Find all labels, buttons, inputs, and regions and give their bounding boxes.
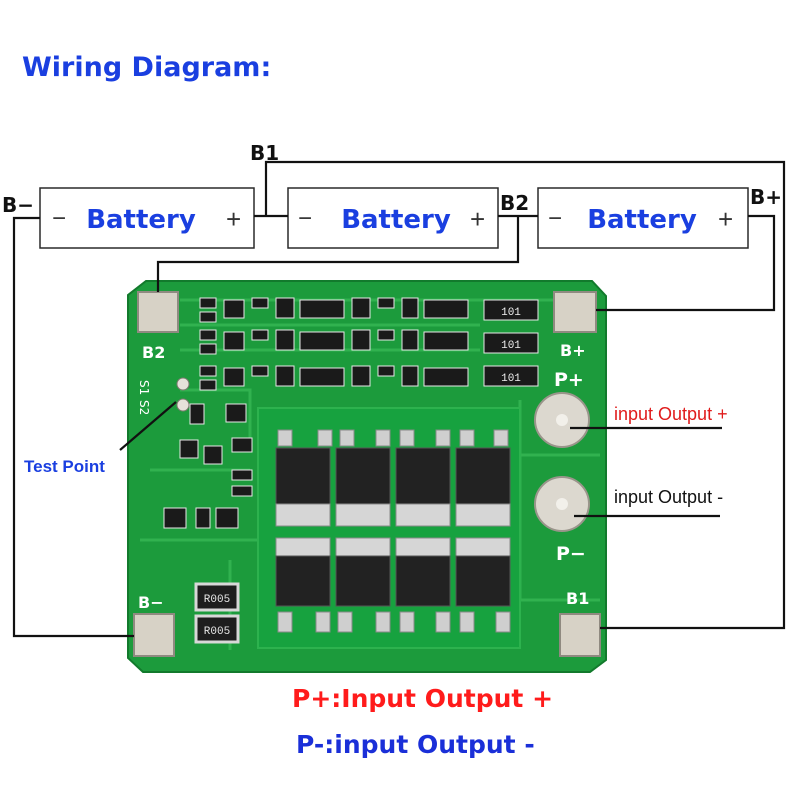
resistor-code: 101 <box>501 373 521 385</box>
board-label-s2: S2 <box>137 400 151 415</box>
output-plus-label: input Output + <box>614 404 728 424</box>
test-point-holes <box>176 377 190 412</box>
mosfet-row-top <box>275 429 511 527</box>
resistor-code: 101 <box>501 307 521 319</box>
wire-label-b2: B2 <box>500 191 529 215</box>
battery-label: Battery <box>587 205 697 235</box>
battery-minus-sign: − <box>52 205 66 232</box>
board-label-b-minus: B− <box>138 593 164 612</box>
battery-3: − Battery + <box>537 187 749 249</box>
legend-p-plus: P+:Input Output + <box>292 684 554 713</box>
wire-b1 <box>254 160 786 630</box>
resistor-code: 101 <box>501 340 521 352</box>
pad-b-minus <box>133 613 175 657</box>
arrow-test-point <box>119 401 177 451</box>
pad-b-plus <box>553 291 597 333</box>
battery-2: − Battery + <box>287 187 499 249</box>
mosfet-row-bottom <box>275 537 511 633</box>
board-label-b2: B2 <box>142 343 165 362</box>
battery-1: − Battery + <box>39 187 255 249</box>
battery-plus-sign: + <box>718 204 733 234</box>
battery-minus-sign: − <box>298 205 312 232</box>
legend-p-minus: P-:input Output - <box>296 730 535 759</box>
diagram-title: Wiring Diagram: <box>22 52 272 83</box>
shunt-resistor-2: R005 <box>194 614 240 644</box>
wire-label-b1: B1 <box>250 141 279 165</box>
shunt-code: R005 <box>204 626 230 638</box>
board-label-b1: B1 <box>566 589 589 608</box>
shunt-resistor-1: R005 <box>194 582 240 612</box>
battery-plus-sign: + <box>470 204 485 234</box>
battery-plus-sign: + <box>226 204 241 234</box>
output-minus-label: input Output - <box>614 487 724 507</box>
wire-b-minus <box>12 216 134 638</box>
board-label-s1: S1 <box>137 380 151 395</box>
test-point-label: Test Point <box>24 457 105 476</box>
resistor-r2: 101 <box>483 332 539 354</box>
board-label-p-minus: P− <box>556 543 586 565</box>
shunt-code: R005 <box>204 594 230 606</box>
wire-b-plus <box>596 214 776 312</box>
battery-minus-sign: − <box>548 205 562 232</box>
pad-p-minus <box>534 476 590 532</box>
wire-b2 <box>156 214 538 292</box>
resistor-r3: 101 <box>483 365 539 387</box>
pad-b2 <box>137 291 179 333</box>
resistor-r1: 101 <box>483 299 539 321</box>
pad-b1 <box>559 613 601 657</box>
wires <box>12 160 786 638</box>
balance-components <box>163 297 469 529</box>
wire-label-b-plus: B+ <box>750 185 782 209</box>
wire-label-b-minus: B− <box>2 193 34 217</box>
battery-label: Battery <box>86 205 196 235</box>
board-label-p-plus: P+ <box>554 369 584 391</box>
battery-label: Battery <box>341 205 451 235</box>
board-label-b-plus: B+ <box>560 341 586 360</box>
pad-p-plus <box>534 392 590 448</box>
